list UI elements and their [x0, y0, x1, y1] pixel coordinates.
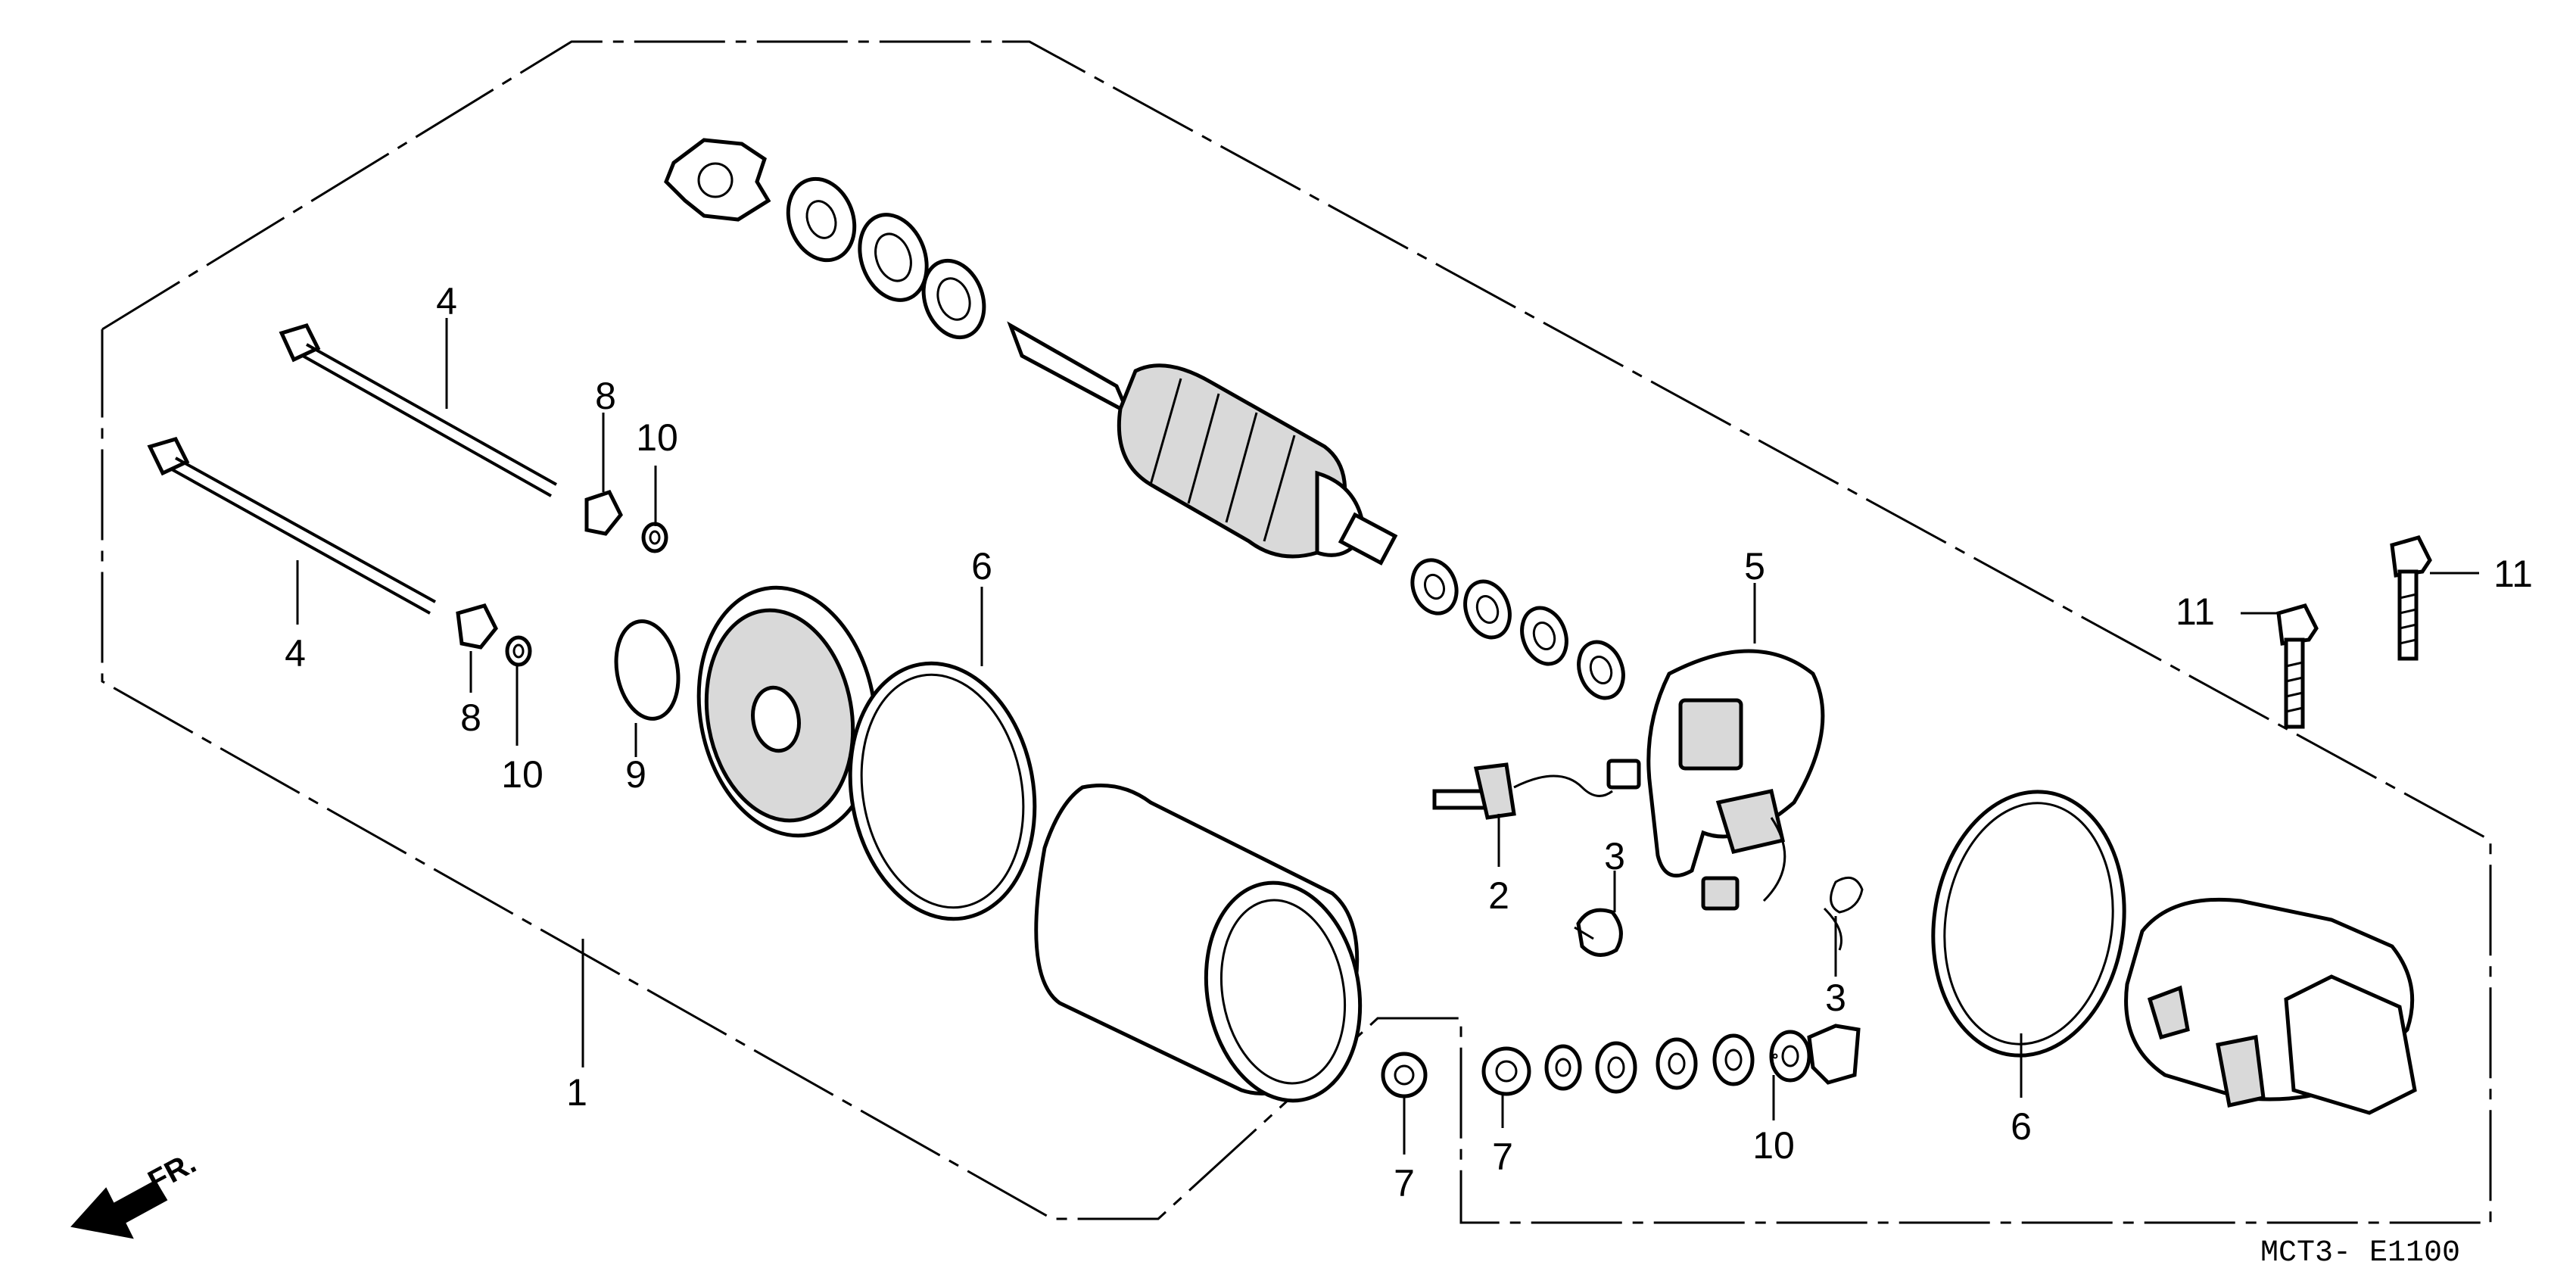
callout-11-left: 11: [2176, 591, 2215, 633]
leader-lines: [296, 318, 2479, 1155]
washer-plate-lower: [456, 603, 498, 650]
spring-right: [1823, 876, 1864, 951]
callout-3-lower: 3: [1825, 977, 1846, 1019]
o-ring-large-right: [1931, 790, 2126, 1058]
callout-10-bottom: 10: [1752, 1124, 1795, 1167]
o-ring-large-left: [848, 661, 1037, 921]
spring-left: [1574, 908, 1623, 957]
front-cover: [696, 585, 878, 838]
terminal-bolt: [1432, 759, 1641, 820]
callout-3-upper: 3: [1604, 835, 1625, 877]
armature: [1007, 321, 1398, 566]
callout-10-lower: 10: [501, 753, 544, 796]
assembly-boundary: [101, 40, 2492, 1224]
yoke: [1034, 784, 1363, 1103]
callout-6-right: 6: [2011, 1105, 2032, 1148]
armature-stop-plate: [664, 138, 771, 222]
nut-7-right: [1481, 1046, 1531, 1096]
callout-6-left: 6: [971, 545, 992, 587]
front-direction-arrow-icon: [70, 1179, 168, 1239]
callout-2: 2: [1488, 874, 1509, 917]
brush-holder: [1646, 649, 1825, 911]
bolt-right-lower: [2276, 603, 2319, 729]
rear-cover: [2124, 897, 2417, 1115]
diagram-code: MCT3- E1100: [2260, 1236, 2460, 1270]
bolt-right-upper: [2390, 535, 2432, 661]
callout-7-left: 7: [1394, 1162, 1415, 1204]
callout-9: 9: [625, 753, 646, 796]
washer-plate-upper: [584, 489, 623, 536]
terminal-insulator: [1807, 1024, 1861, 1085]
callout-5: 5: [1744, 545, 1765, 587]
callout-8-upper: 8: [595, 375, 616, 417]
callout-8-lower: 8: [460, 696, 481, 739]
nut-upper: [641, 522, 668, 553]
callout-7-right: 7: [1492, 1136, 1513, 1178]
callout-4-upper: 4: [436, 280, 457, 323]
callout-11-right: 11: [2493, 553, 2533, 595]
callout-4-lower: 4: [285, 632, 306, 675]
terminal-washers: [1544, 1030, 1811, 1094]
through-bolt-upper: [279, 323, 557, 497]
callout-1: 1: [566, 1071, 587, 1114]
nut-lower: [505, 635, 532, 667]
armature-washers-bottom: [1410, 558, 1625, 700]
nut-7-left: [1381, 1052, 1428, 1098]
callout-10-upper: 10: [636, 416, 678, 459]
o-ring-small: [614, 619, 681, 721]
armature-washers-top: [786, 176, 986, 340]
through-bolt-lower: [147, 437, 436, 615]
